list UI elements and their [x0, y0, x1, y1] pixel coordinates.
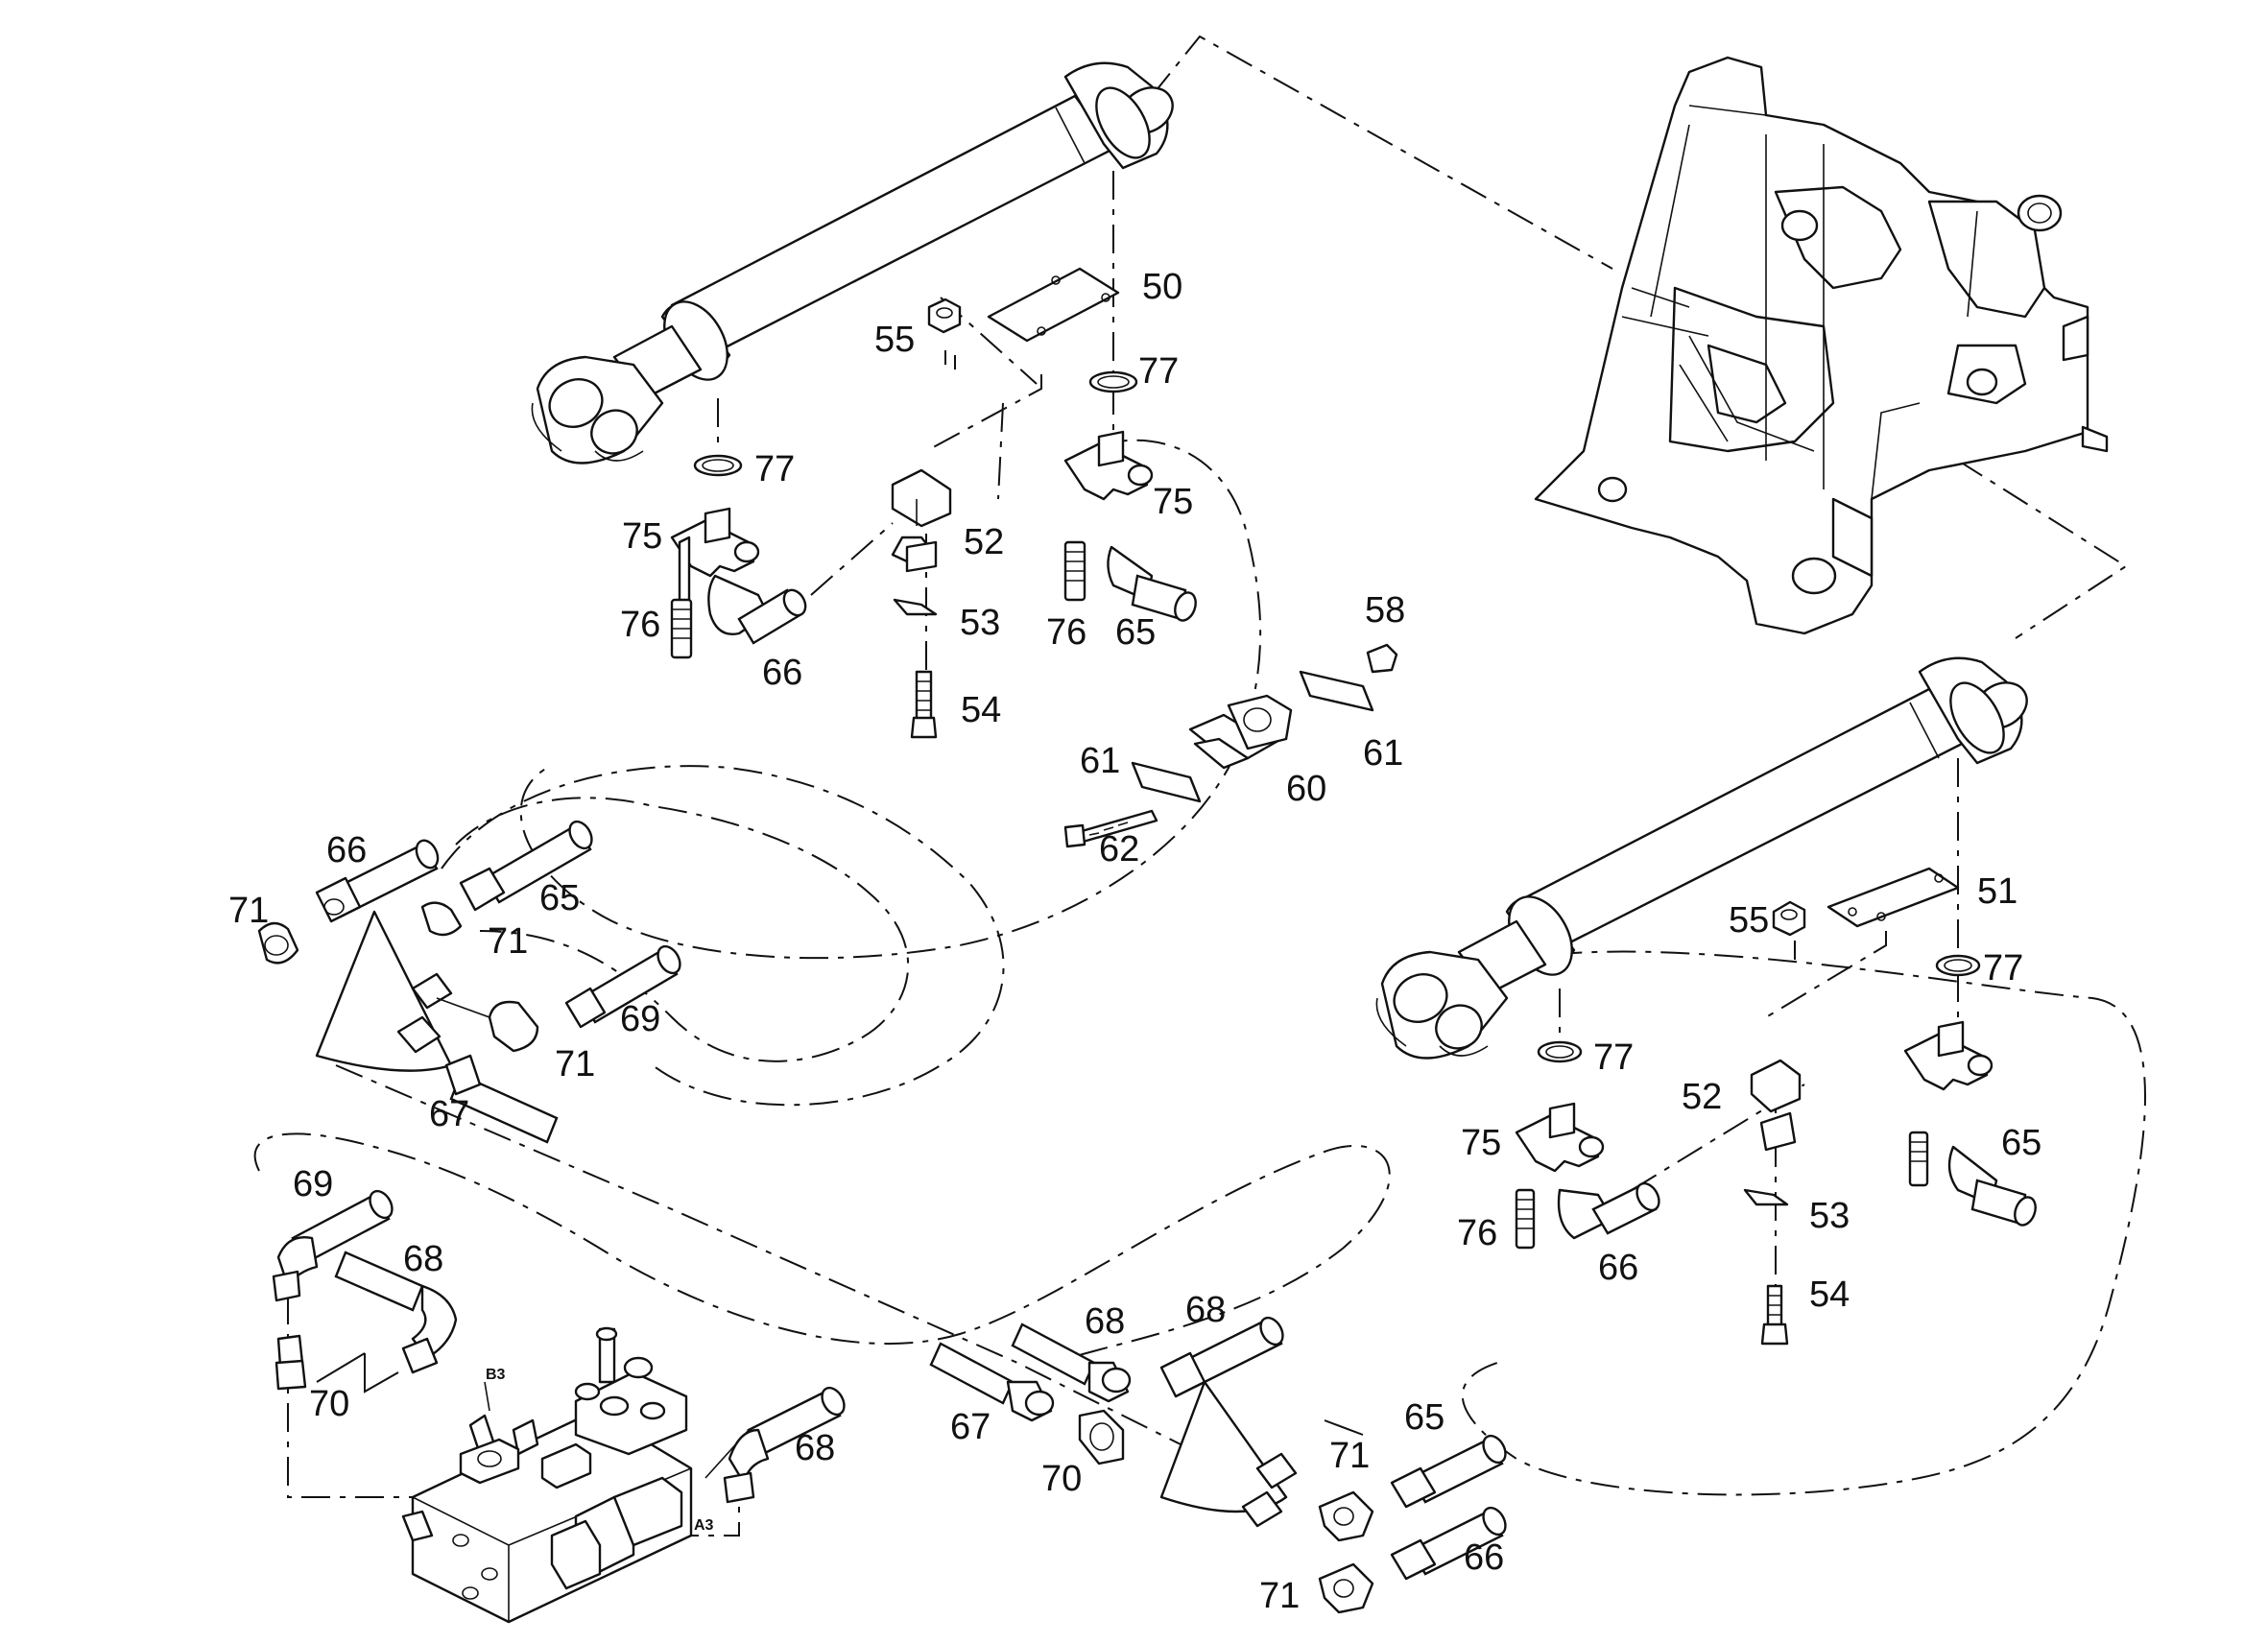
center-hose-group	[929, 1316, 1298, 1528]
callout-53: 53	[1809, 1196, 1850, 1236]
callout-71: 71	[1329, 1436, 1371, 1476]
callout-68: 68	[403, 1239, 444, 1279]
guide-frame-to-lower-cylinder	[1866, 402, 2128, 639]
callout-77: 77	[1593, 1037, 1635, 1078]
valve-block-group	[272, 1189, 846, 1624]
callout-65: 65	[539, 878, 581, 918]
callout-75: 75	[1461, 1123, 1502, 1163]
callout-60: 60	[1286, 769, 1327, 809]
callout-71: 71	[228, 891, 270, 931]
callout-53: 53	[960, 603, 1001, 643]
callout-76: 76	[620, 605, 661, 645]
callout-71: 71	[1259, 1576, 1301, 1616]
guide-lower-loop-left	[253, 1132, 1391, 1364]
callout-71: 71	[555, 1044, 596, 1084]
callout-55: 55	[874, 320, 916, 360]
center-clamp-assembly	[1063, 643, 1398, 848]
callout-67: 67	[429, 1094, 470, 1134]
callout-75: 75	[622, 516, 663, 557]
guide-left-hose-loop-outer	[441, 765, 1005, 1107]
callout-76: 76	[1457, 1213, 1498, 1253]
callout-69: 69	[620, 999, 661, 1039]
upper-lift-cylinder	[531, 61, 1174, 465]
callout-68: 68	[1185, 1290, 1227, 1330]
guide-clamp-upper-b	[997, 402, 1004, 500]
guide-bracket-lower	[1765, 931, 1887, 1018]
guide-hose-to-clamp	[810, 522, 894, 596]
guide-lower-loop-right	[1448, 950, 2146, 1496]
lower-lift-cylinder	[1375, 656, 2028, 1060]
callout-50: 50	[1142, 267, 1183, 307]
callout-54: 54	[1809, 1275, 1850, 1315]
callout-71: 71	[488, 921, 529, 962]
guide-upper-right-hose-loop	[519, 439, 1262, 960]
callout-66: 66	[1464, 1537, 1505, 1578]
callout-75: 75	[1153, 482, 1194, 522]
callout-70: 70	[1041, 1459, 1083, 1499]
lower-right-fitting-group	[1318, 867, 2037, 1614]
callout-68: 68	[795, 1428, 836, 1468]
upper-right-fitting-group	[1063, 370, 1197, 622]
callout-66: 66	[1598, 1248, 1639, 1288]
loader-main-frame	[1534, 56, 2109, 635]
callout-67: 67	[950, 1407, 991, 1447]
port-label-a3: A3	[694, 1517, 714, 1534]
callout-65: 65	[1115, 612, 1157, 653]
callout-65: 65	[2001, 1123, 2042, 1163]
callout-51: 51	[1977, 871, 2018, 912]
callout-69: 69	[293, 1164, 334, 1204]
callout-65: 65	[1404, 1397, 1445, 1438]
guide-left-hose-loop-inner	[455, 797, 910, 1062]
upper-bracket-clamp-group	[891, 267, 1120, 739]
guide-center-diagonal	[335, 1064, 1229, 1469]
callout-77: 77	[754, 449, 796, 489]
callout-70: 70	[309, 1384, 350, 1424]
callout-62: 62	[1099, 829, 1140, 870]
callout-61: 61	[1363, 733, 1404, 774]
callout-58: 58	[1365, 590, 1406, 631]
callout-54: 54	[961, 690, 1002, 730]
callout-55: 55	[1729, 900, 1770, 941]
callout-66: 66	[762, 653, 803, 693]
upper-left-fitting-group	[670, 454, 807, 659]
callout-leader-lines	[954, 355, 1796, 1436]
callout-66: 66	[326, 830, 368, 870]
callout-77: 77	[1983, 948, 2024, 989]
callout-61: 61	[1080, 741, 1121, 781]
left-manifold-group	[257, 820, 681, 1144]
guide-upper-cylinder-to-frame	[1151, 35, 1613, 270]
callout-68: 68	[1085, 1301, 1126, 1342]
callout-77: 77	[1138, 351, 1180, 392]
port-label-b3: B3	[486, 1367, 506, 1383]
callout-52: 52	[964, 522, 1005, 562]
callout-76: 76	[1046, 612, 1087, 653]
guide-bracket-upper	[925, 374, 1042, 452]
callout-52: 52	[1682, 1077, 1723, 1117]
